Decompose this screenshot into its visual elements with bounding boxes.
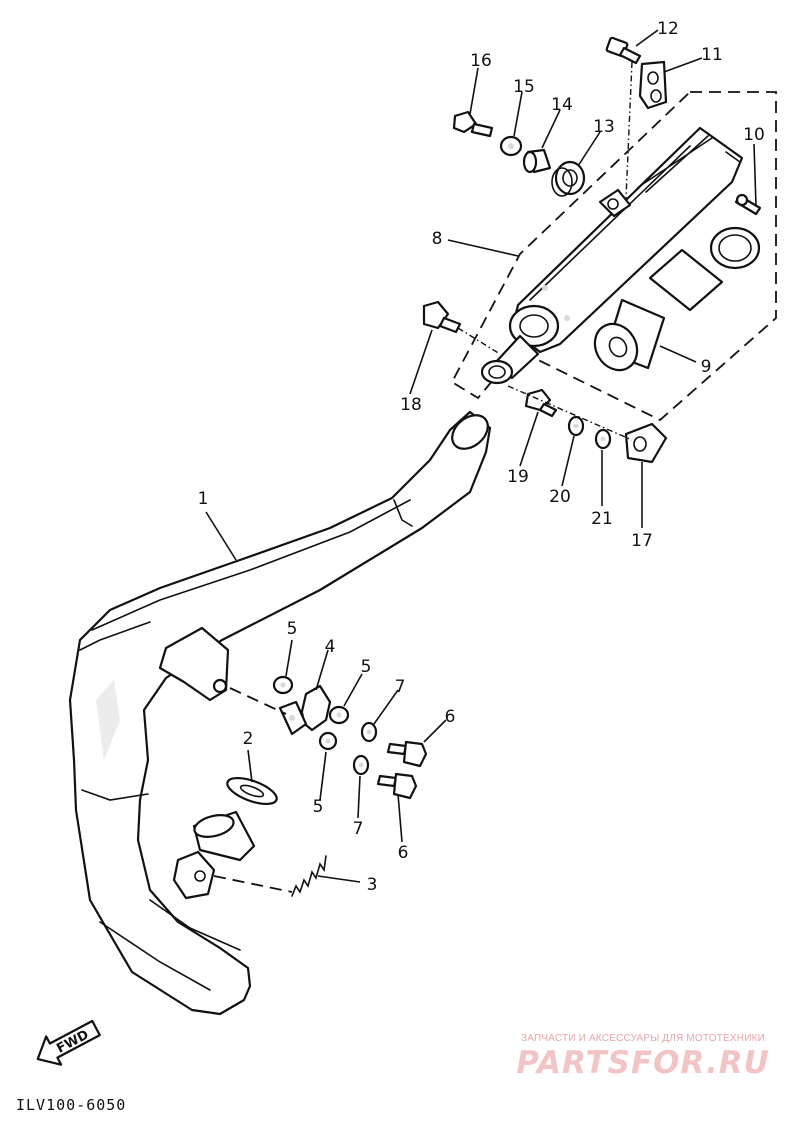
washer-20 — [567, 415, 585, 437]
callout-9: 9 — [701, 357, 712, 377]
callout-12: 12 — [657, 19, 679, 39]
bolt-16 — [452, 110, 494, 138]
leader-line-18-body — [457, 327, 501, 355]
bracket-4 — [278, 684, 332, 736]
bolt-12 — [605, 36, 642, 65]
callout-21: 21 — [591, 509, 613, 529]
washer-7-top — [360, 721, 378, 743]
callout-19: 19 — [507, 467, 529, 487]
washer-7-bottom — [352, 754, 370, 776]
grommet-13 — [551, 160, 586, 197]
watermark-tagline: ЗАПЧАСТИ И АКСЕССУАРЫ ДЛЯ МОТОТЕХНИКИ — [520, 1033, 766, 1044]
callout-5-right: 5 — [361, 657, 372, 677]
watermark-logo: PARTSFOR.RU — [516, 1045, 770, 1081]
callout-17: 17 — [631, 531, 653, 551]
callout-8: 8 — [432, 229, 443, 249]
silencer-packing — [593, 226, 761, 372]
washer-5-top — [272, 675, 294, 695]
callout-labels: 1 2 3 4 5 5 5 6 6 7 7 8 9 10 11 12 13 14… — [198, 19, 765, 895]
washer-5-bottom — [318, 731, 338, 751]
bolt-6-bottom — [376, 772, 418, 800]
callout-11: 11 — [701, 45, 723, 65]
muffler-assembly-boundary — [450, 91, 777, 422]
bolt-18 — [422, 300, 462, 334]
callout-7-top: 7 — [395, 677, 406, 697]
leader-line-12-bracket — [625, 61, 633, 199]
bracket-11 — [638, 60, 668, 110]
callout-14: 14 — [551, 95, 573, 115]
callout-18: 18 — [400, 395, 422, 415]
callout-leaders — [205, 29, 757, 883]
callout-20: 20 — [549, 487, 571, 507]
spring-3 — [213, 855, 327, 897]
callout-5-top: 5 — [287, 619, 298, 639]
callout-6-bottom: 6 — [398, 843, 409, 863]
leader-line-mount — [229, 687, 287, 715]
bolt-19 — [524, 388, 558, 418]
bolt-6-top — [386, 740, 428, 768]
silencer-body — [480, 126, 744, 385]
callout-15: 15 — [513, 77, 535, 97]
stay-17 — [624, 422, 668, 464]
collar-14 — [522, 148, 552, 174]
leader-line-bracket-17 — [507, 385, 633, 441]
flange-joint — [192, 810, 256, 862]
callout-10: 10 — [743, 125, 765, 145]
gasket-2 — [226, 776, 278, 806]
screw-10 — [734, 193, 762, 216]
callout-1: 1 — [198, 489, 209, 509]
drawing-code: ILV100-6050 — [16, 1096, 126, 1114]
exhaust-pipe — [68, 410, 492, 1016]
callout-3: 3 — [367, 875, 378, 895]
callout-13: 13 — [593, 117, 615, 137]
fwd-arrow: FWD — [36, 1019, 101, 1066]
nut-21 — [594, 428, 612, 450]
washer-5-right — [328, 705, 350, 725]
callout-5-bottom: 5 — [313, 797, 324, 817]
callout-7-bottom: 7 — [353, 819, 364, 839]
callout-4: 4 — [325, 637, 336, 657]
washer-15 — [499, 135, 523, 157]
callout-16: 16 — [470, 51, 492, 71]
callout-2: 2 — [243, 729, 254, 749]
callout-6-top: 6 — [445, 707, 456, 727]
